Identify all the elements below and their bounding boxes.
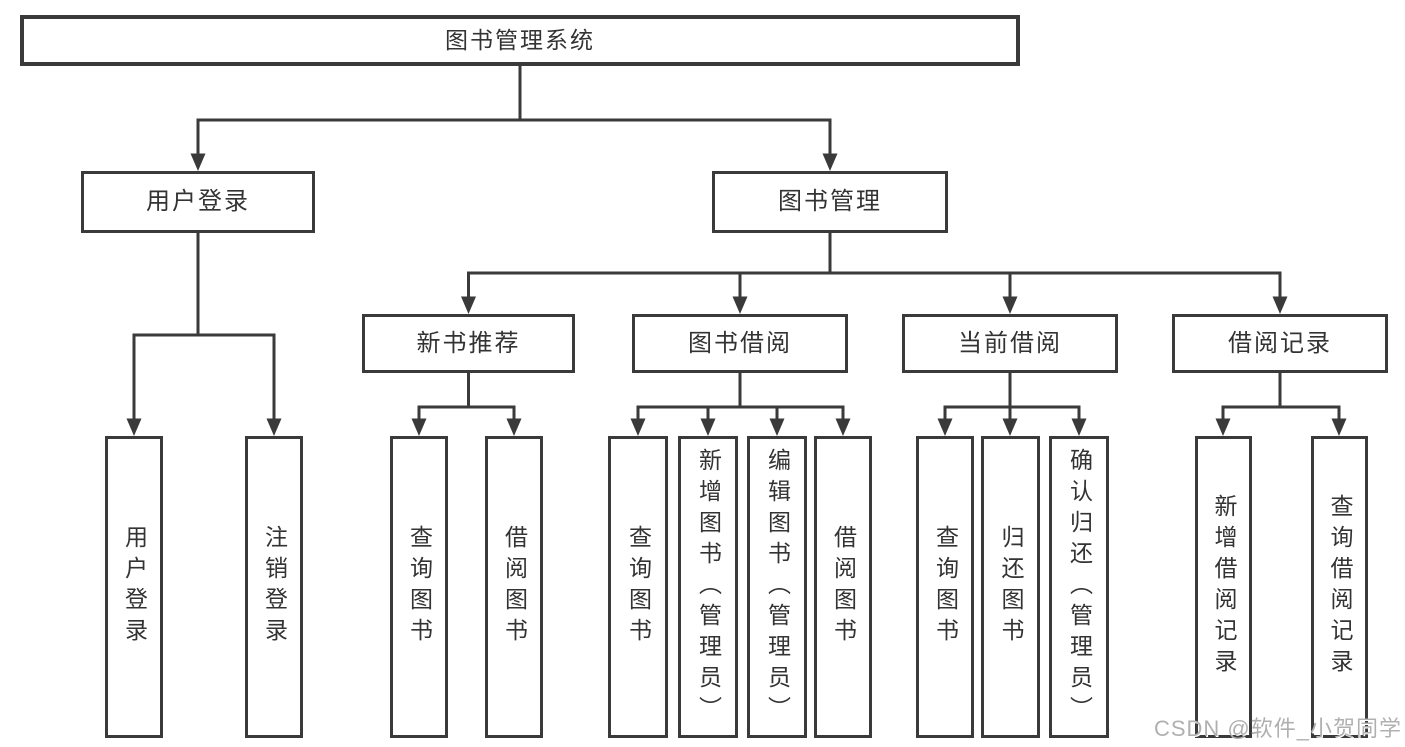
node-library-management-system: 图书管理系统 bbox=[20, 15, 1020, 66]
connector-root bbox=[196, 64, 832, 154]
node-borrow-records: 借阅记录 bbox=[1172, 314, 1388, 373]
leaf-label: 查询图书 bbox=[625, 525, 652, 649]
arrowhead bbox=[506, 418, 522, 436]
leaf-label: 新增借阅记录 bbox=[1211, 494, 1237, 680]
node-leaf-add-books-admin: 新增图书（管理员） bbox=[678, 436, 738, 738]
arrowhead bbox=[411, 418, 427, 436]
arrowhead bbox=[732, 296, 748, 314]
arrowhead bbox=[1215, 418, 1231, 436]
node-book-borrow: 图书借阅 bbox=[632, 314, 848, 373]
arrowhead bbox=[937, 418, 953, 436]
connector-book-management bbox=[467, 231, 1282, 298]
arrowhead bbox=[630, 418, 646, 436]
arrowhead bbox=[1331, 418, 1347, 436]
node-leaf-borrow-books: 借阅图书 bbox=[814, 436, 872, 738]
arrowhead bbox=[190, 153, 206, 171]
arrowhead bbox=[1272, 296, 1288, 314]
node-leaf-return-books: 归还图书 bbox=[981, 436, 1040, 738]
arrowhead bbox=[126, 418, 142, 436]
leaf-label: 注销登录 bbox=[261, 525, 288, 649]
leaf-label: 新增图书（管理员） bbox=[695, 447, 722, 727]
node-book-management: 图书管理 bbox=[712, 171, 948, 233]
leaf-label: 归还图书 bbox=[998, 525, 1024, 649]
arrowhead bbox=[700, 418, 716, 436]
connector-borrow-records bbox=[1221, 371, 1341, 419]
arrowhead bbox=[266, 418, 282, 436]
connector-user-login bbox=[132, 231, 276, 419]
node-leaf-borrow-query-books: 查询图书 bbox=[608, 436, 668, 738]
connector-current-borrow bbox=[943, 371, 1081, 419]
node-leaf-current-query-books: 查询图书 bbox=[916, 436, 974, 738]
leaf-label: 用户登录 bbox=[121, 525, 148, 649]
leaf-label: 借阅图书 bbox=[501, 525, 528, 649]
node-leaf-user-login: 用户登录 bbox=[105, 436, 163, 738]
node-leaf-confirm-return-admin: 确认归还（管理员） bbox=[1049, 436, 1109, 738]
arrowhead bbox=[835, 418, 851, 436]
csdn-watermark: CSDN @软件_小贺同学 bbox=[1153, 716, 1402, 741]
leaf-label: 编辑图书（管理员） bbox=[764, 447, 791, 727]
connector-new-book-recommend bbox=[417, 371, 516, 419]
leaf-label: 查询借阅记录 bbox=[1327, 494, 1353, 680]
node-new-book-recommend: 新书推荐 bbox=[362, 314, 575, 373]
leaf-label: 确认归还（管理员） bbox=[1066, 447, 1093, 727]
arrowhead bbox=[461, 296, 476, 314]
node-user-login: 用户登录 bbox=[81, 171, 315, 233]
arrowhead bbox=[822, 153, 838, 171]
leaf-label: 查询图书 bbox=[932, 525, 959, 649]
arrowhead bbox=[1002, 418, 1018, 436]
node-leaf-add-borrow-record: 新增借阅记录 bbox=[1195, 436, 1252, 738]
node-leaf-recommend-query-books: 查询图书 bbox=[390, 436, 448, 738]
connector-book-borrow bbox=[636, 371, 845, 419]
node-current-borrow: 当前借阅 bbox=[902, 314, 1118, 373]
arrowhead bbox=[1071, 418, 1087, 436]
node-leaf-logout: 注销登录 bbox=[245, 436, 303, 738]
node-leaf-query-borrow-record: 查询借阅记录 bbox=[1311, 436, 1368, 738]
leaf-label: 查询图书 bbox=[406, 525, 433, 649]
node-leaf-edit-books-admin: 编辑图书（管理员） bbox=[747, 436, 807, 738]
leaf-label: 借阅图书 bbox=[830, 525, 857, 649]
node-leaf-recommend-borrow-books: 借阅图书 bbox=[485, 436, 543, 738]
arrowhead bbox=[1002, 296, 1018, 314]
arrowhead bbox=[769, 418, 785, 436]
